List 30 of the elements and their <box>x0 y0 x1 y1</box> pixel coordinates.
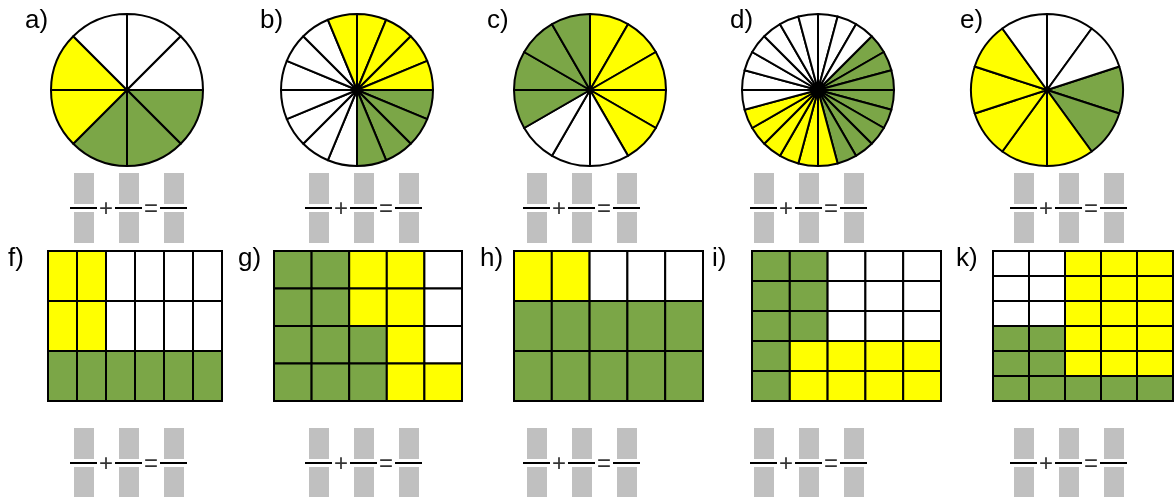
plus-sign: + <box>552 451 566 475</box>
plus-sign: + <box>99 451 113 475</box>
equals-sign: = <box>824 451 839 475</box>
item-label: f) <box>8 244 24 270</box>
equals-sign: = <box>379 196 394 220</box>
item-label: k) <box>956 244 978 270</box>
item-label: h) <box>480 244 504 270</box>
plus-sign: + <box>334 451 348 475</box>
item-label: e) <box>960 6 984 32</box>
plus-sign: + <box>1039 451 1053 475</box>
item-label: g) <box>238 244 262 270</box>
plus-sign: + <box>1039 196 1053 220</box>
item-label: a) <box>25 6 49 32</box>
equals-sign: = <box>597 451 612 475</box>
plus-sign: + <box>99 196 113 220</box>
plus-sign: + <box>334 196 348 220</box>
item-label: b) <box>260 6 284 32</box>
equals-sign: = <box>1084 451 1099 475</box>
plus-sign: + <box>552 196 566 220</box>
item-label: c) <box>487 6 509 32</box>
equals-sign: = <box>379 451 394 475</box>
equals-sign: = <box>597 196 612 220</box>
equals-sign: = <box>1084 196 1099 220</box>
item-label: d) <box>730 6 754 32</box>
equals-sign: = <box>144 451 159 475</box>
equals-sign: = <box>144 196 159 220</box>
plus-sign: + <box>779 196 793 220</box>
plus-sign: + <box>779 451 793 475</box>
equals-sign: = <box>824 196 839 220</box>
item-label: i) <box>712 244 727 270</box>
